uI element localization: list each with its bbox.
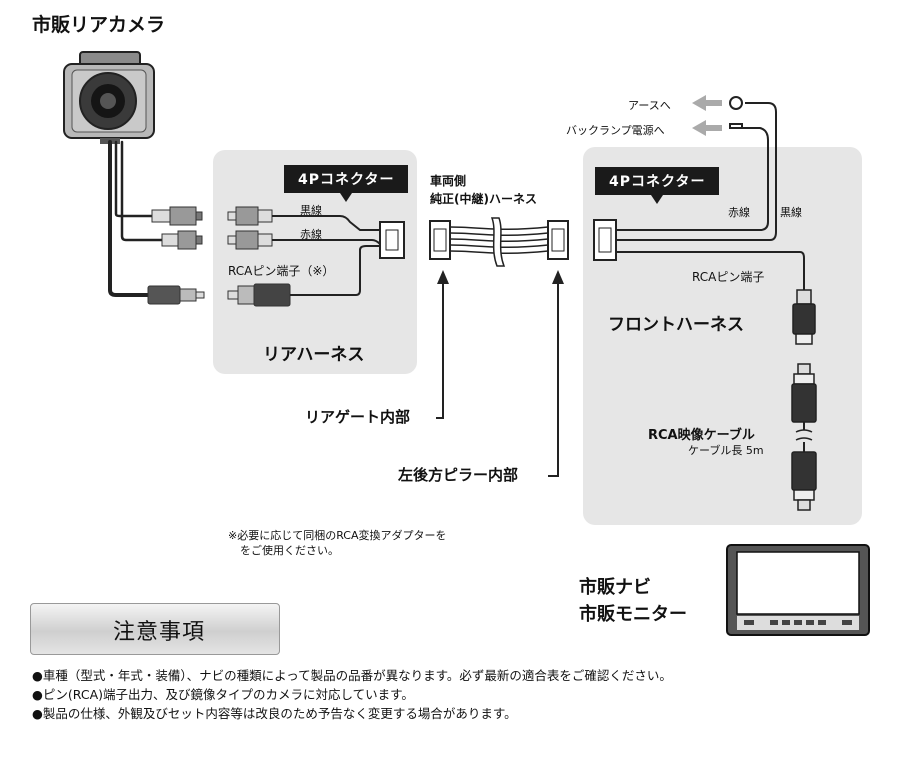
caution-item: ●ピン(RCA)端子出力、及び鏡像タイプのカメラに対応しています。 [32, 687, 414, 702]
rear-black-wire-label: 黒線 [300, 204, 322, 217]
front-rca-pin-label: RCAピン端子 [692, 270, 765, 284]
rca-cable-name: RCA映像ケーブル [648, 428, 755, 443]
rear-rca-pin-label: RCAピン端子（※） [228, 264, 335, 278]
front-4p-connector [593, 219, 617, 261]
caution-title: 注意事項 [113, 620, 206, 645]
pillar-label: 左後方ピラー内部 [398, 466, 519, 484]
caution-item: ●製品の仕様、外観及びセット内容等は改良のため予告なく変更する場合があります。 [32, 706, 517, 721]
caution-list: ●車種（型式・年式・装備）、ナビの種類によって製品の品番が異なります。必ず最新の… [32, 666, 672, 723]
front-black-wire-label: 黒線 [780, 206, 802, 219]
rear-camera-image [63, 51, 155, 144]
adapter-note-line1: ※必要に応じて同梱のRCA変換アダプターを [228, 529, 447, 542]
rear-4p-connector [379, 221, 405, 259]
front-harness-name: フロントハーネス [608, 315, 744, 335]
vehicle-harness-label: 純正(中継)ハーネス [430, 192, 537, 206]
front-red-wire-label: 赤線 [728, 206, 750, 219]
rear-red-wire-label: 赤線 [300, 228, 322, 241]
monitor-label: 市販モニター [579, 604, 687, 625]
adapter-note-line2: をご使用ください。 [240, 544, 339, 557]
page-title: 市販リアカメラ [32, 14, 166, 36]
rear-harness-name: リアハーネス [263, 345, 365, 365]
caution-header: 注意事項 [30, 603, 280, 655]
rear-4p-connector-tag: 4Pコネクター [284, 165, 409, 202]
vehicle-connector-right [547, 220, 569, 260]
vehicle-side-label: 車両側 [430, 174, 467, 188]
front-4p-connector-tag: 4Pコネクター [595, 167, 720, 204]
wire-direction-arrows [692, 95, 722, 136]
ground-label: アースへ [628, 99, 671, 112]
caution-item: ●車種（型式・年式・装備）、ナビの種類によって製品の品番が異なります。必ず最新の… [32, 668, 672, 683]
rca-cable-length: ケーブル長 5m [688, 444, 764, 457]
backlamp-label: バックランプ電源へ [566, 124, 665, 137]
vehicle-connector-left [429, 220, 451, 260]
rear-gate-label: リアゲート内部 [305, 408, 411, 426]
monitor-image [726, 544, 870, 636]
navi-label: 市販ナビ [579, 577, 651, 598]
